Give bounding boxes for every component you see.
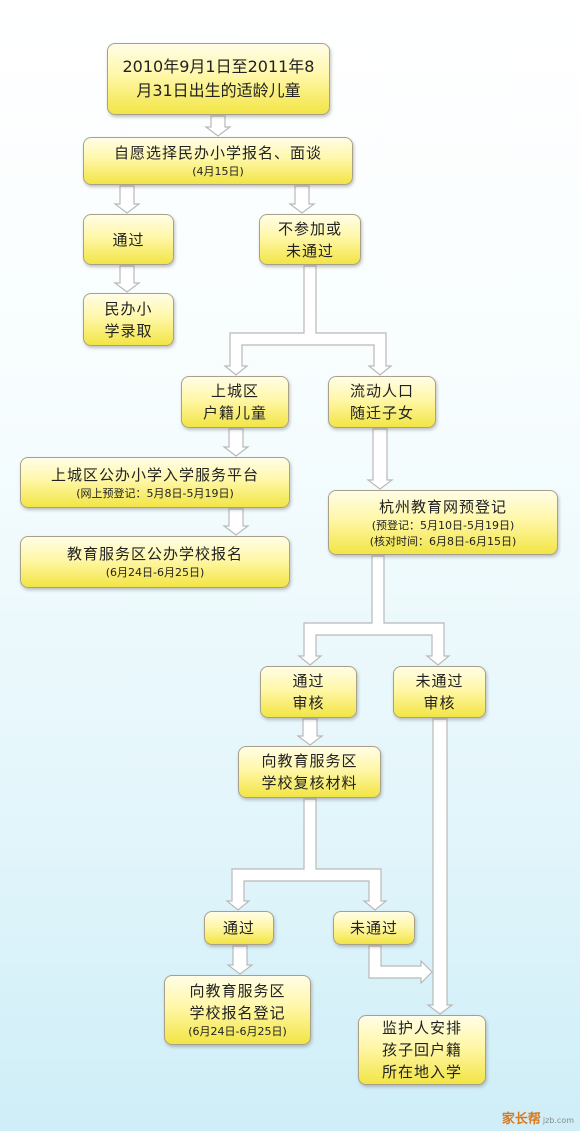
- down-arrow: [204, 115, 232, 137]
- node-not-participating-or-failed: 不参加或 未通过: [259, 214, 361, 265]
- down-arrow: [288, 185, 316, 214]
- node-text-line: 杭州教育网预登记: [378, 497, 507, 516]
- node-text-line: 户籍儿童: [202, 404, 267, 422]
- node-eligible-children: 2010年9月1日至2011年8 月31日出生的适龄儿童: [107, 43, 330, 115]
- node-submit-review-materials: 向教育服务区 学校复核材料: [238, 746, 381, 798]
- node-text-line: 教育服务区公办学校报名: [66, 545, 243, 563]
- node-text-line: 审核: [423, 694, 456, 712]
- node-text-line: 监护人安排: [381, 1019, 462, 1037]
- node-text-line: 孩子回户籍: [381, 1041, 462, 1059]
- node-text-line: 审核: [292, 694, 325, 712]
- node-text-line: 月31日出生的适龄儿童: [136, 81, 301, 100]
- node-text-line: 通过: [112, 230, 145, 249]
- node-passed: 通过: [83, 214, 174, 265]
- down-arrow: [222, 428, 250, 457]
- node-return-to-hukou-location: 监护人安排 孩子回户籍 所在地入学: [358, 1015, 486, 1085]
- node-text-line: 上城区公办小学入学服务平台: [50, 465, 259, 484]
- node-public-school-platform: 上城区公办小学入学服务平台 (网上预登记：5月8日-5月19日): [20, 457, 290, 508]
- node-text-line: 流动人口: [349, 382, 414, 400]
- node-text-line: 向教育服务区: [261, 752, 358, 770]
- node-private-school-signup: 自愿选择民办小学报名、面谈 (4月15日): [83, 137, 353, 185]
- node-date-line: (6月24日-6月25日): [188, 1025, 287, 1038]
- down-arrow: [296, 718, 324, 746]
- node-text-line: 不参加或: [277, 219, 342, 238]
- node-review-failed: 未通过 审核: [393, 666, 486, 718]
- node-date-line: (6月24日-6月25日): [105, 566, 205, 579]
- node-text-line: 未通过: [349, 919, 398, 937]
- down-arrow: [113, 185, 141, 214]
- watermark-domain: jzb.com: [542, 1116, 574, 1125]
- node-text-line: 自愿选择民办小学报名、面谈: [113, 144, 322, 162]
- down-arrow: [113, 265, 141, 293]
- node-text-line: 随迁子女: [349, 404, 414, 422]
- node-text-line: 2010年9月1日至2011年8: [122, 57, 315, 76]
- node-date-line: (预登记：5月10日-5月19日): [371, 518, 515, 532]
- node-text-line: 上城区: [210, 382, 259, 400]
- node-district-school-registration: 向教育服务区 学校报名登记 (6月24日-6月25日): [164, 975, 311, 1045]
- node-text-line: 向教育服务区: [189, 982, 286, 1000]
- node-registered-residents: 上城区 户籍儿童: [181, 376, 289, 428]
- node-date-line: (4月15日): [192, 165, 244, 178]
- node-materials-failed: 未通过: [333, 911, 415, 945]
- down-arrow: [222, 508, 250, 536]
- node-date-line: (核对时间：6月8日-6月15日): [369, 534, 517, 548]
- watermark-brand: 家长帮: [501, 1112, 541, 1127]
- node-text-line: 学录取: [104, 321, 153, 340]
- node-text-line: 通过: [222, 919, 255, 937]
- node-district-school-enrollment: 教育服务区公办学校报名 (6月24日-6月25日): [20, 536, 290, 588]
- node-hangzhou-preregistration: 杭州教育网预登记 (预登记：5月10日-5月19日) (核对时间：6月8日-6月…: [328, 490, 558, 555]
- node-private-school-admission: 民办小 学录取: [83, 293, 174, 346]
- node-text-line: 未通过: [415, 672, 464, 690]
- fork-arrow: [297, 555, 451, 666]
- node-text-line: 通过: [292, 672, 325, 690]
- node-text-line: 未通过: [285, 241, 334, 260]
- node-review-passed: 通过 审核: [260, 666, 357, 718]
- node-text-line: 学校报名登记: [189, 1004, 286, 1022]
- node-date-line: (网上预登记：5月8日-5月19日): [76, 486, 234, 500]
- node-text-line: 学校复核材料: [261, 774, 358, 792]
- fork-arrow: [225, 798, 388, 911]
- down-arrow: [226, 945, 254, 975]
- node-materials-passed: 通过: [204, 911, 274, 945]
- down-arrow: [366, 428, 394, 490]
- fork-arrow: [223, 265, 393, 376]
- node-text-line: 民办小: [104, 299, 153, 318]
- down-arrow: [426, 718, 454, 1015]
- node-migrant-children: 流动人口 随迁子女: [328, 376, 436, 428]
- merge-arrow: [368, 945, 433, 985]
- node-text-line: 所在地入学: [381, 1063, 462, 1081]
